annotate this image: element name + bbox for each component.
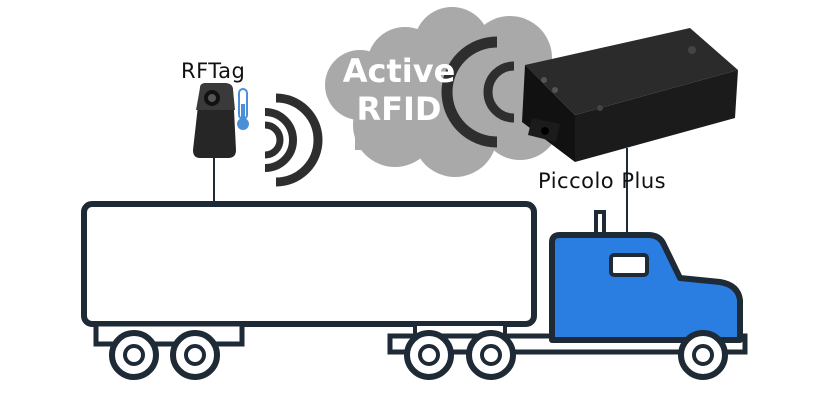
thermometer-icon — [237, 88, 249, 130]
wheel — [678, 330, 728, 380]
wheel — [170, 330, 220, 380]
cloud-title-line2: RFID — [356, 90, 442, 128]
signal-waves-icon — [441, 36, 515, 148]
semi-truck-icon — [81, 201, 748, 380]
wheel — [404, 330, 454, 380]
wheel — [466, 330, 516, 380]
rftag-label: RFTag — [181, 59, 246, 83]
piccolo-plus-device-icon — [522, 28, 738, 162]
wheel — [109, 330, 159, 380]
rftag-device-icon — [193, 83, 236, 158]
cloud-title-line1: Active — [342, 52, 456, 90]
piccolo-plus-label: Piccolo Plus — [538, 169, 667, 193]
rftag-signal-waves-icon — [264, 93, 323, 187]
